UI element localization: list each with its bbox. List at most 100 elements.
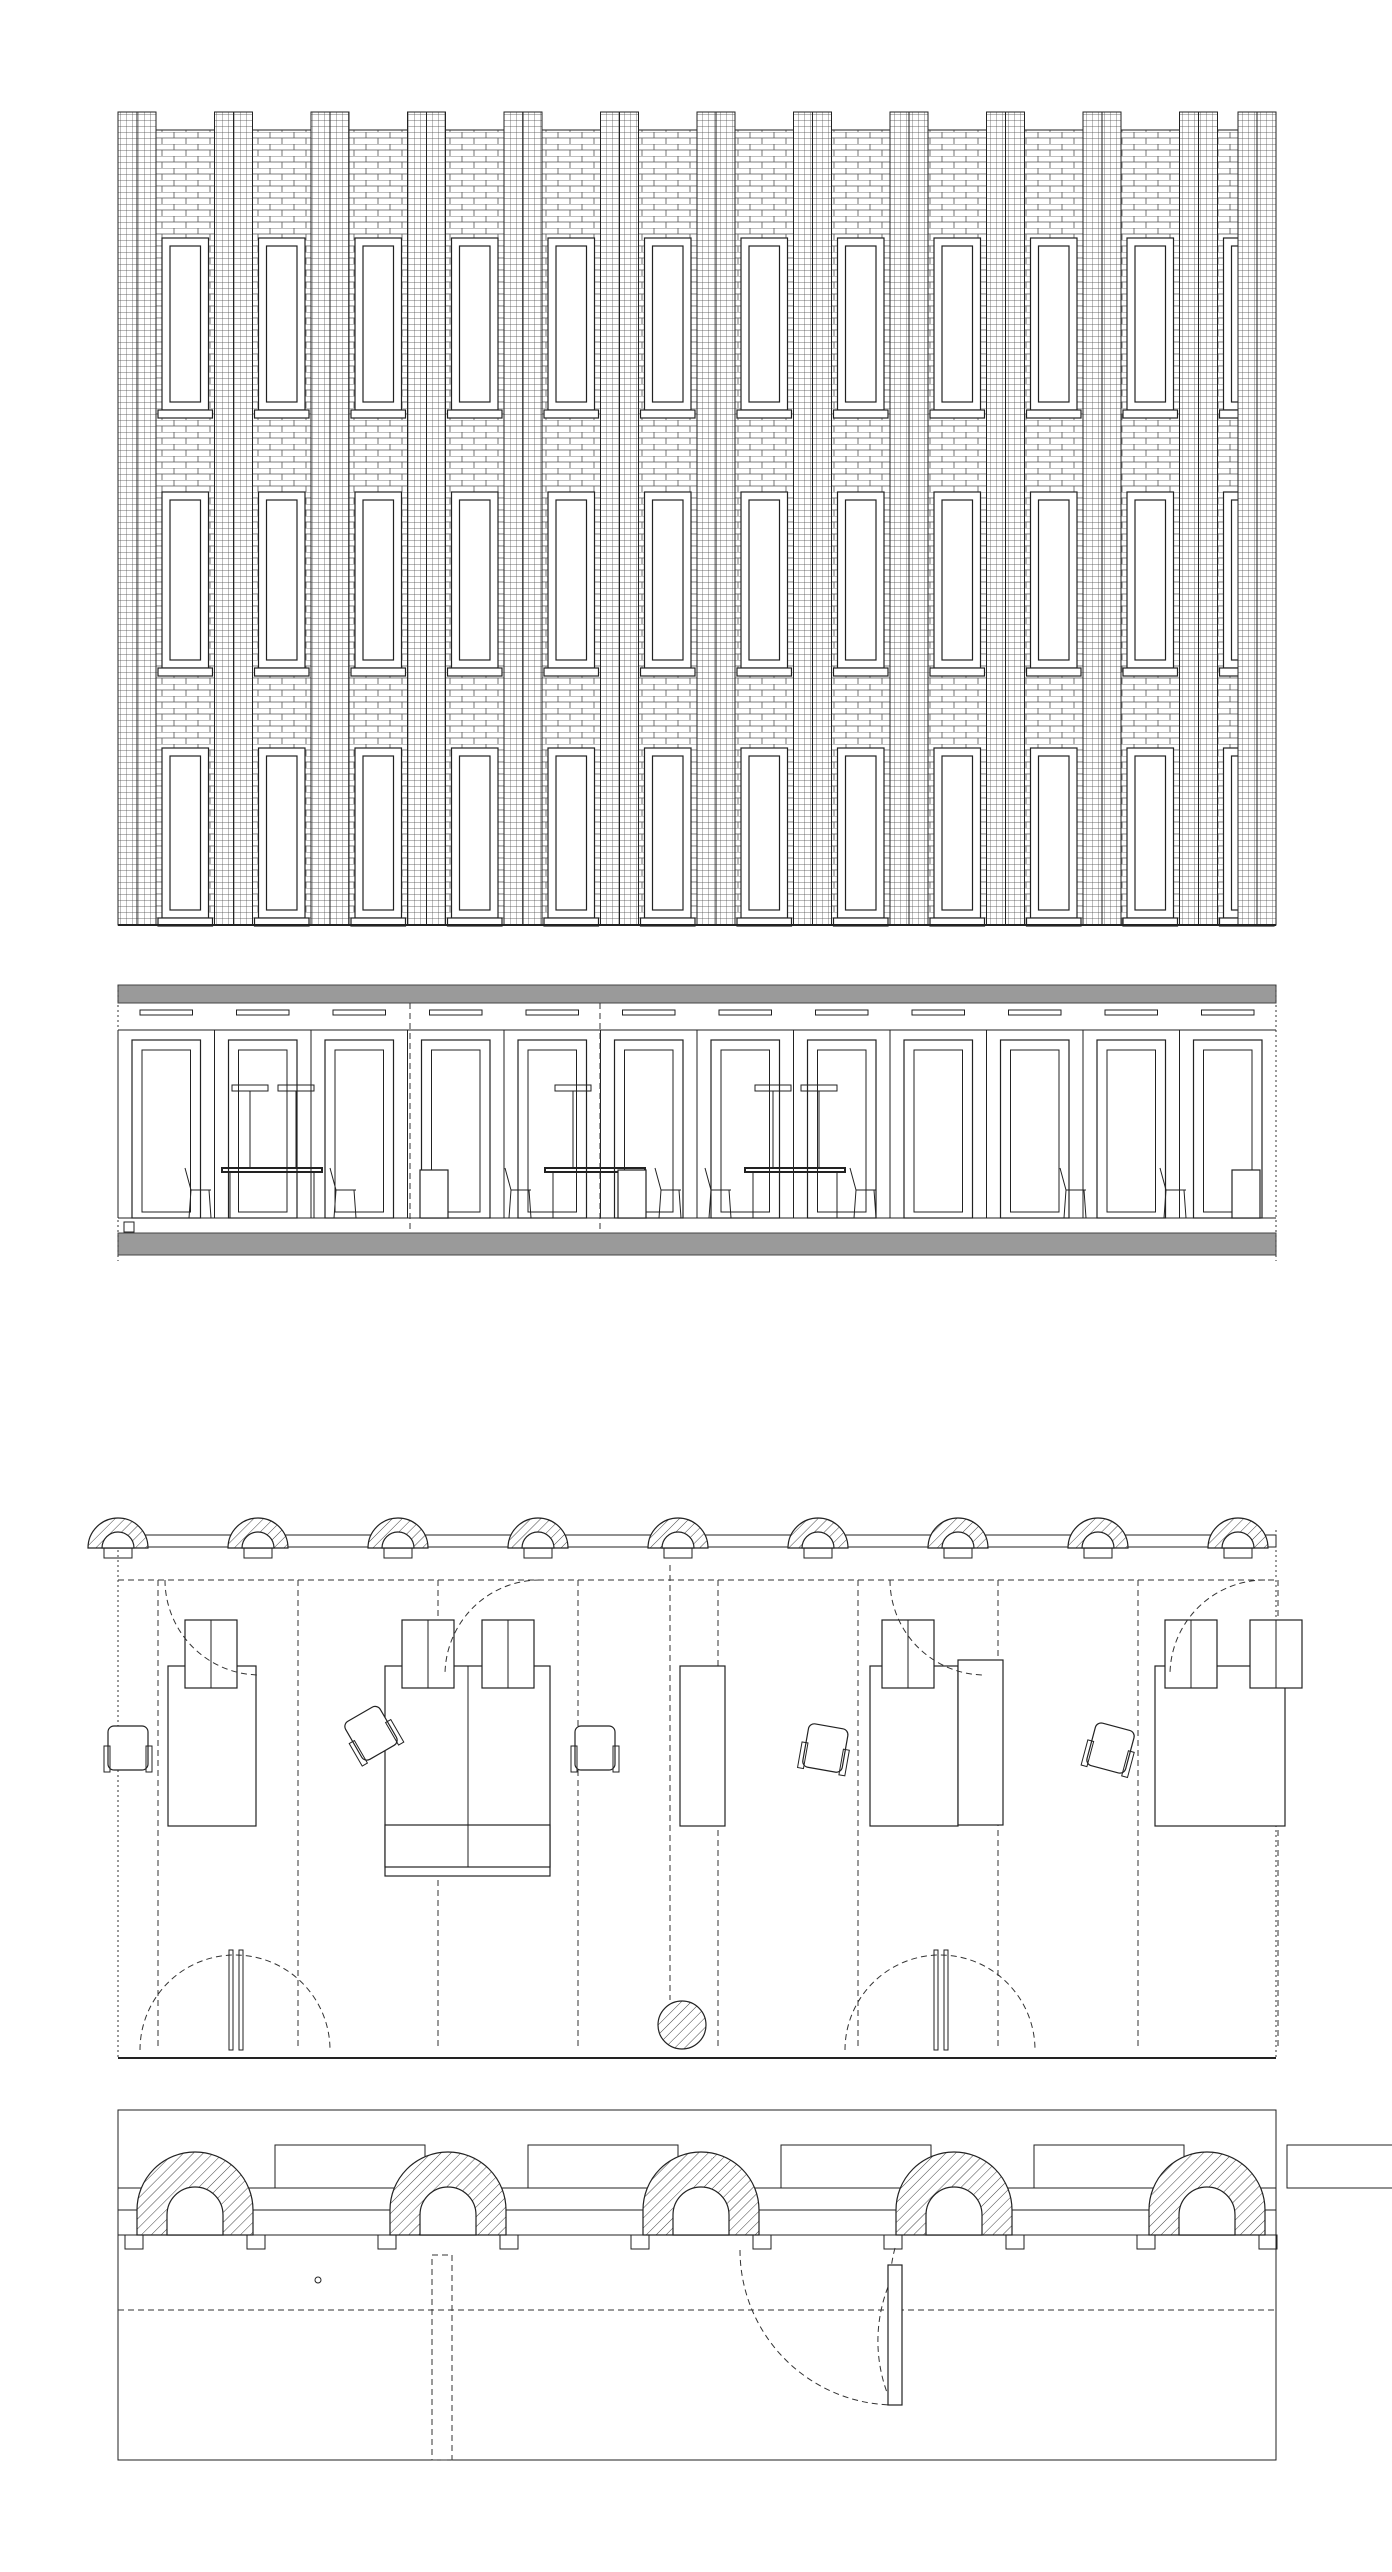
window-frame bbox=[169, 245, 202, 403]
window-inner bbox=[913, 1049, 963, 1213]
column-base bbox=[383, 1547, 413, 1559]
office-chair-plan bbox=[570, 1725, 620, 1773]
column-base bbox=[1223, 1547, 1253, 1559]
window-frame bbox=[555, 499, 588, 661]
window-elevation bbox=[324, 1039, 395, 1219]
chair-arm bbox=[1080, 1739, 1095, 1768]
window-frame bbox=[1134, 755, 1167, 911]
window-profile bbox=[246, 2234, 266, 2250]
column-base bbox=[943, 1547, 973, 1559]
window-inner bbox=[624, 1049, 674, 1213]
column-core bbox=[101, 1531, 135, 1549]
window-sill bbox=[639, 667, 696, 677]
ceiling-light bbox=[622, 1009, 676, 1016]
window-sill bbox=[929, 409, 986, 419]
chair-arm bbox=[103, 1745, 111, 1773]
window-profile bbox=[499, 2234, 519, 2250]
chair-seat bbox=[802, 1723, 849, 1773]
window-profile bbox=[1136, 2234, 1156, 2250]
ceiling-light bbox=[718, 1009, 772, 1016]
window-frame bbox=[651, 245, 684, 403]
window-elevation bbox=[1096, 1039, 1167, 1219]
door-leaf bbox=[943, 1949, 949, 2051]
window-frame bbox=[458, 755, 491, 911]
window-sill bbox=[832, 667, 889, 677]
window-sill bbox=[1025, 667, 1082, 677]
floor-plan bbox=[87, 1517, 1303, 2059]
ceiling-light bbox=[911, 1009, 965, 1016]
window-frame bbox=[169, 499, 202, 661]
chair-arm bbox=[348, 1739, 369, 1767]
window-sill bbox=[1122, 409, 1179, 419]
window-frame bbox=[265, 755, 298, 911]
door-swing bbox=[444, 1579, 541, 1676]
window-inner bbox=[720, 1049, 770, 1213]
door-swing bbox=[889, 1579, 986, 1676]
ceiling-light bbox=[139, 1009, 193, 1016]
window-profile bbox=[752, 2234, 772, 2250]
detail-frame bbox=[117, 2109, 1277, 2461]
window-frame bbox=[458, 245, 491, 403]
window-sill bbox=[350, 409, 407, 419]
window-sill bbox=[929, 667, 986, 677]
window-frame bbox=[651, 755, 684, 911]
window-frame bbox=[458, 499, 491, 661]
window-sill bbox=[157, 409, 214, 419]
floor-slab bbox=[117, 1232, 1277, 1256]
column-core bbox=[661, 1531, 695, 1549]
chair-elevation bbox=[1159, 1167, 1187, 1219]
window-profile bbox=[377, 2234, 397, 2250]
window-profile bbox=[124, 2234, 144, 2250]
chair-arm bbox=[838, 1748, 850, 1777]
ceiling-light bbox=[815, 1009, 869, 1016]
window-frame bbox=[941, 755, 974, 911]
window-inner bbox=[431, 1049, 481, 1213]
table-top bbox=[744, 1167, 846, 1173]
desk bbox=[1154, 1665, 1286, 1827]
window-sill bbox=[253, 409, 310, 419]
window-elevation bbox=[517, 1039, 588, 1219]
chair-elevation bbox=[504, 1167, 532, 1219]
detail-point bbox=[314, 2276, 322, 2284]
plan-detail bbox=[117, 2109, 1392, 2461]
column-core bbox=[801, 1531, 835, 1549]
ceiling-light bbox=[525, 1009, 579, 1016]
window-sill bbox=[736, 667, 793, 677]
chair-arm bbox=[570, 1745, 578, 1773]
radiator-unit bbox=[1231, 1169, 1261, 1219]
window-sill bbox=[639, 409, 696, 419]
chair-elevation bbox=[184, 1167, 212, 1219]
facade-elevation bbox=[117, 111, 1277, 927]
chair-arm bbox=[384, 1718, 405, 1746]
door-swing bbox=[1169, 1579, 1266, 1676]
window-elevation bbox=[131, 1039, 202, 1219]
chair-elevation bbox=[329, 1167, 357, 1219]
column-base bbox=[663, 1547, 693, 1559]
door-arc-detail bbox=[739, 2249, 896, 2406]
window-inner bbox=[527, 1049, 577, 1213]
window-sill bbox=[543, 409, 600, 419]
window-frame bbox=[1134, 245, 1167, 403]
desk bbox=[167, 1665, 257, 1827]
column-core-detail bbox=[1178, 2186, 1236, 2236]
chair-seat bbox=[574, 1725, 616, 1771]
column-core bbox=[941, 1531, 975, 1549]
office-chair-plan bbox=[796, 1723, 850, 1777]
window-profile bbox=[1258, 2234, 1278, 2250]
radiator-unit bbox=[617, 1169, 647, 1219]
window-elevation bbox=[999, 1039, 1070, 1219]
column-core-detail bbox=[672, 2186, 730, 2236]
ceiling-light bbox=[1201, 1009, 1255, 1016]
window-inner bbox=[817, 1049, 867, 1213]
window-frame bbox=[1037, 755, 1070, 911]
window-sill bbox=[1122, 667, 1179, 677]
storage-cabinet bbox=[957, 1659, 1004, 1826]
column-core-detail bbox=[419, 2186, 477, 2236]
window-inner bbox=[1010, 1049, 1060, 1213]
chair-arm bbox=[796, 1741, 809, 1770]
office-chair-plan bbox=[1080, 1722, 1135, 1779]
window-elevation bbox=[710, 1039, 781, 1219]
partition-slot bbox=[431, 2254, 453, 2461]
window-frame bbox=[265, 245, 298, 403]
window-frame bbox=[748, 755, 781, 911]
